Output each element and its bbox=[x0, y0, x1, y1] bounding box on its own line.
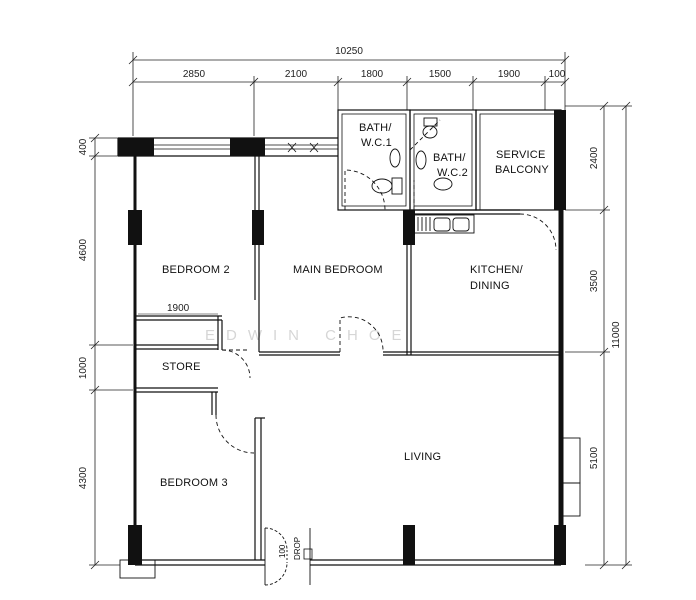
label-bath2-line1: BATH/ bbox=[433, 152, 466, 164]
fixtures bbox=[138, 117, 475, 315]
dim-top-4: 1500 bbox=[429, 69, 452, 80]
dim-total-top: 10250 bbox=[335, 46, 363, 57]
label-store-width: 1900 bbox=[167, 303, 190, 314]
label-store: STORE bbox=[162, 361, 201, 373]
dim-top-5: 1900 bbox=[498, 69, 521, 80]
label-bath1-line2: W.C.1 bbox=[361, 137, 392, 149]
label-bedroom3: BEDROOM 3 bbox=[160, 477, 228, 489]
dim-right-1: 2400 bbox=[589, 146, 600, 169]
dim-left-2: 4600 bbox=[78, 238, 89, 261]
label-service-balcony-line1: SERVICE bbox=[496, 149, 546, 161]
watermark: EDWIN CHOE bbox=[205, 327, 413, 344]
dim-right-3: 5100 bbox=[589, 446, 600, 469]
dim-top-1: 2850 bbox=[183, 69, 206, 80]
label-kitchen-line1: KITCHEN/ bbox=[470, 264, 524, 276]
walls bbox=[117, 109, 581, 579]
label-main-bedroom: MAIN BEDROOM bbox=[293, 264, 383, 276]
doors bbox=[215, 119, 557, 454]
windows bbox=[154, 142, 338, 153]
label-drop: DROP bbox=[293, 537, 302, 560]
label-bedroom2: BEDROOM 2 bbox=[162, 264, 230, 276]
label-bath2-line2: W.C.2 bbox=[437, 167, 468, 179]
label-living: LIVING bbox=[404, 451, 441, 463]
drop-marker bbox=[303, 548, 313, 560]
top-dimensions bbox=[128, 52, 570, 136]
dim-top-3: 1800 bbox=[361, 69, 384, 80]
right-dimensions bbox=[565, 101, 632, 570]
left-dimensions bbox=[89, 133, 133, 570]
label-drop-dim: 100 bbox=[278, 544, 287, 558]
columns bbox=[118, 110, 566, 565]
dim-left-3: 1000 bbox=[78, 356, 89, 379]
entrance-door bbox=[264, 527, 311, 586]
dim-left-4: 4300 bbox=[78, 466, 89, 489]
label-kitchen-line2: DINING bbox=[470, 280, 510, 292]
dim-top-6: 100 bbox=[549, 69, 566, 80]
dim-top-2: 2100 bbox=[285, 69, 308, 80]
dim-left-1: 400 bbox=[78, 138, 89, 155]
label-bath1-line1: BATH/ bbox=[359, 122, 392, 134]
label-service-balcony-line2: BALCONY bbox=[495, 164, 549, 176]
dim-right-total: 11000 bbox=[611, 321, 622, 349]
dim-right-2: 3500 bbox=[589, 269, 600, 292]
